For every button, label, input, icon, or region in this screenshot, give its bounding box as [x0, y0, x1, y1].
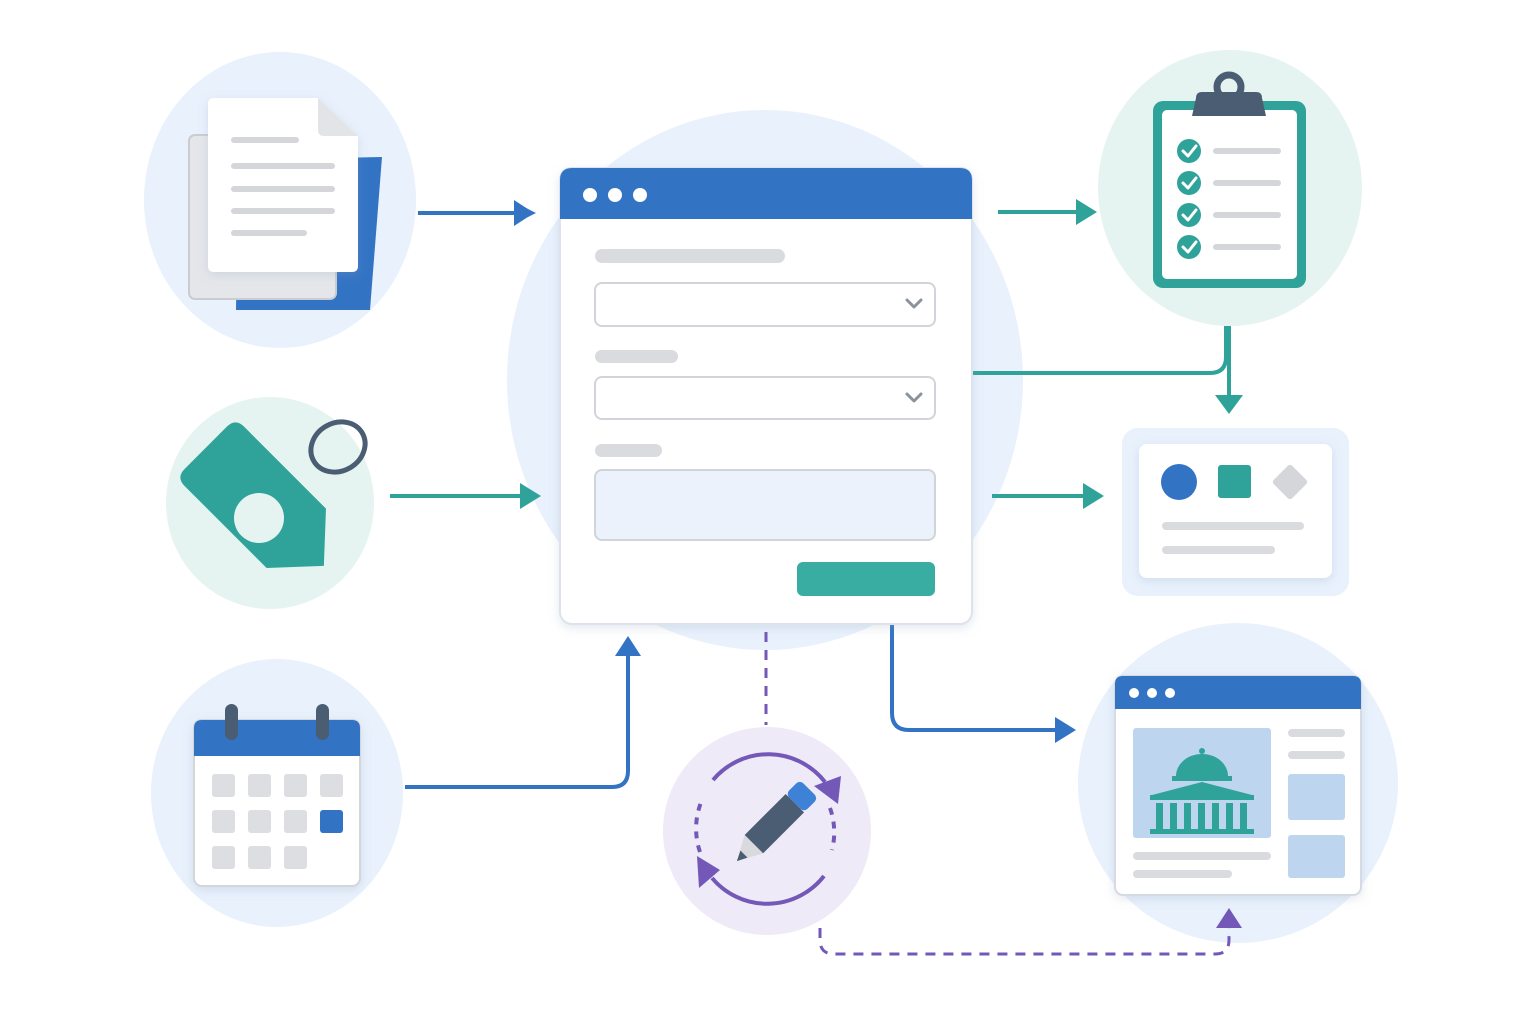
sync-arrow-head-bottom	[697, 856, 720, 888]
card-line	[1162, 522, 1304, 530]
calendar-day	[212, 774, 235, 797]
arrow-calendar-to-form	[405, 652, 630, 789]
tag-eyelet	[303, 456, 321, 474]
doc-line-3	[231, 186, 335, 192]
checklist-line	[1213, 148, 1281, 154]
calendar-day	[284, 846, 307, 869]
webpage-sidebar-tile	[1288, 835, 1345, 878]
chevron-down-icon	[905, 298, 923, 309]
arrow-calendar-to-form-head	[615, 636, 641, 656]
pencil-icon	[736, 781, 817, 862]
sync-arrow-head-top	[814, 776, 841, 804]
check-circle-icon	[1177, 235, 1201, 259]
calendar-header	[194, 720, 360, 756]
pencil-sync-icon	[694, 752, 841, 906]
calendar-day	[284, 774, 307, 797]
arrow-tag-to-form-head	[520, 483, 541, 509]
calendar-ring-right	[316, 704, 329, 740]
clipboard-clip	[1192, 92, 1266, 116]
circle-shape-icon	[1161, 464, 1197, 500]
dropdown-select-1[interactable]	[594, 282, 936, 327]
calendar-day	[284, 810, 307, 833]
form-window	[559, 167, 973, 625]
form-window-titlebar	[560, 168, 972, 219]
field-label-placeholder	[595, 444, 662, 457]
tag-hole	[234, 493, 284, 543]
window-dot-icon	[608, 188, 622, 202]
documents-icon	[188, 98, 382, 310]
calendar-icon	[193, 704, 361, 887]
clipboard-checklist-icon	[1153, 71, 1306, 288]
sync-arc-right-dashed	[828, 807, 837, 851]
window-dot-icon	[1165, 688, 1175, 698]
arrow-checklist-to-shapes-card-head	[1215, 395, 1243, 414]
field-label-placeholder	[595, 350, 678, 363]
calendar-day	[320, 774, 343, 797]
doc-line-1	[231, 137, 299, 143]
dashed-edit-sync-to-webpage	[818, 925, 1231, 956]
doc-line-5	[231, 230, 307, 236]
webpage-sidebar-tile	[1288, 774, 1345, 820]
doc-line-2	[231, 163, 335, 169]
doc-folded-corner	[318, 98, 358, 136]
webpage-text-line	[1133, 852, 1271, 860]
checklist-line	[1213, 180, 1281, 186]
arrow-form-to-shapes-card-head	[1083, 483, 1104, 509]
window-dot-icon	[633, 188, 647, 202]
calendar-ring-left	[225, 704, 238, 740]
sync-arc-top	[711, 752, 827, 784]
submit-button[interactable]	[797, 562, 935, 596]
arrow-form-to-webpage-head	[1055, 717, 1076, 743]
arrow-form-to-webpage	[890, 625, 1062, 732]
checklist-line	[1213, 244, 1281, 250]
arrow-form-to-shapes-card-merge	[973, 326, 1228, 375]
check-circle-icon	[1177, 203, 1201, 227]
field-label-placeholder	[595, 249, 785, 263]
calendar-day-selected	[320, 810, 343, 833]
window-dot-icon	[583, 188, 597, 202]
doc-line-4	[231, 208, 335, 214]
webpage-text-line	[1133, 870, 1232, 878]
building-icon	[1150, 748, 1254, 834]
checklist-line	[1213, 212, 1281, 218]
check-circle-icon	[1177, 139, 1201, 163]
tag-string-loop	[308, 419, 368, 475]
webpage-sidebar-line	[1288, 751, 1345, 759]
shapes-card-inner	[1139, 444, 1332, 578]
tag-icon	[180, 419, 368, 568]
calendar-day	[248, 774, 271, 797]
text-area-field[interactable]	[594, 469, 936, 541]
calendar-day	[212, 846, 235, 869]
check-circle-icon	[1177, 171, 1201, 195]
arrow-documents-to-form-head	[514, 200, 534, 226]
shapes-card-icon	[1122, 428, 1349, 596]
chevron-down-icon	[905, 392, 923, 403]
calendar-day	[212, 810, 235, 833]
webpage-titlebar	[1115, 676, 1361, 709]
dashed-edit-sync-to-webpage-head	[1216, 908, 1242, 928]
webpage-sidebar-line	[1288, 729, 1345, 737]
window-dot-icon	[1129, 688, 1139, 698]
card-line	[1162, 546, 1275, 554]
sync-arc-left-dashed	[694, 799, 704, 853]
sync-arc-bottom	[710, 874, 826, 906]
web-page-icon	[1114, 675, 1362, 896]
square-shape-icon	[1218, 465, 1251, 498]
diamond-shape-icon	[1272, 464, 1308, 500]
dropdown-select-2[interactable]	[594, 376, 936, 420]
calendar-day	[248, 810, 271, 833]
window-dot-icon	[1147, 688, 1157, 698]
arrow-form-to-checklist-head	[1076, 199, 1097, 225]
calendar-day	[248, 846, 271, 869]
